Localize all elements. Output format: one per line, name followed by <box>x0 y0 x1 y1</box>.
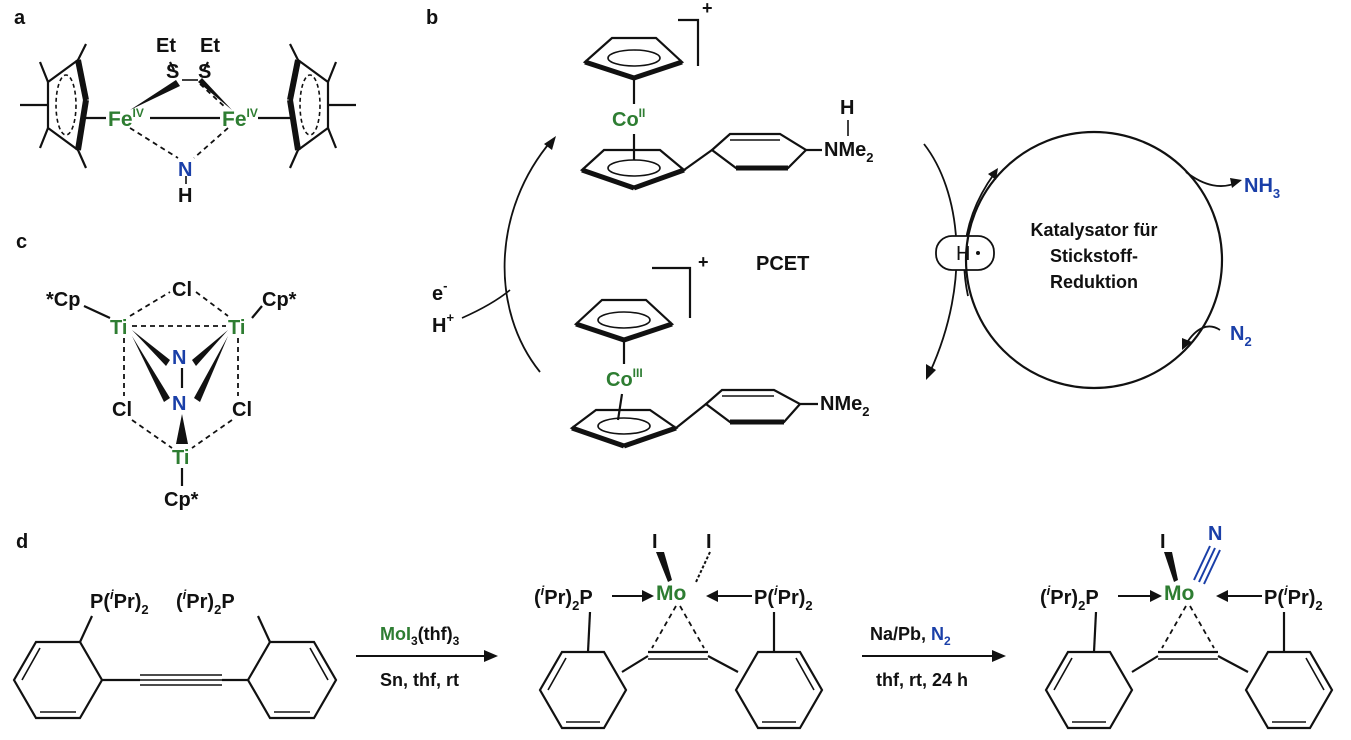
phosphine-right-1: P(iPr)2 <box>754 583 813 613</box>
panel-label-c: c <box>16 231 27 253</box>
charge-top: + <box>702 0 713 18</box>
cp-star-ring-left <box>20 43 89 169</box>
reagent-1-label: MoI3(thf)3 <box>380 624 460 648</box>
phosphine-left-1: (iPr)2P <box>534 583 593 613</box>
phosphine-right-label: (iPr)2P <box>176 587 235 617</box>
dinitrogen-label: N2 <box>1230 323 1252 349</box>
chloride-left: Cl <box>112 399 132 421</box>
iron-label-right: FeIV <box>222 106 258 131</box>
reaction-arrowhead-2 <box>992 650 1006 662</box>
nitrogen-lower: N <box>172 393 186 415</box>
ammonia-label: NH3 <box>1244 175 1280 201</box>
proton-label: H+ <box>432 310 454 337</box>
catalyst-text-line1: Katalysator für <box>1030 220 1157 240</box>
reagent-2-label: Na/Pb, N2 <box>870 624 951 648</box>
iodide-right-1: I <box>706 531 712 553</box>
reduction-arrow <box>503 139 553 373</box>
sulfur-label-2: S <box>198 61 211 83</box>
titanium-left: Ti <box>110 317 127 339</box>
electron-label: e- <box>432 278 447 305</box>
titanium-bottom: Ti <box>172 447 189 469</box>
panel-b-structure: + CoII H NMe2 + CoIII <box>432 0 1280 449</box>
molybdenum-2: Mo <box>1164 582 1194 605</box>
nme2-top: NMe2 <box>824 139 873 165</box>
n2-uptake-arrowhead <box>1182 338 1192 350</box>
panel-label-b: b <box>426 7 438 29</box>
chloride-right: Cl <box>232 399 252 421</box>
catalytic-cycle <box>964 130 1224 390</box>
cp-star-right: Cp* <box>262 289 297 311</box>
ligand-structure: P(iPr)2 (iPr)2P <box>12 587 338 720</box>
et-label-2: Et <box>200 35 220 57</box>
charge-bottom: + <box>698 252 709 272</box>
nitrogen-label: N <box>178 159 192 181</box>
mo-nitrido-complex: I N Mo (iPr)2P P(iPr)2 <box>1040 523 1334 730</box>
terminal-nitrogen: N <box>1208 523 1222 545</box>
hydrogen-on-amine: H <box>840 97 854 119</box>
iodide-left-1: I <box>652 531 658 553</box>
panel-d-structure: P(iPr)2 (iPr)2P MoI3(thf)3 Sn, thf, rt I… <box>12 523 1334 730</box>
chloride-top: Cl <box>172 279 192 301</box>
iron-label-left: FeIV <box>108 106 144 131</box>
cobaltocene-top: + CoII H NMe2 <box>579 0 873 191</box>
reaction-arrowhead-1 <box>484 650 498 662</box>
iodide-2: I <box>1160 531 1166 553</box>
cobalt-label-bottom: CoIII <box>606 366 643 391</box>
cobalt-label-top: CoII <box>612 106 645 131</box>
phosphine-left-2: (iPr)2P <box>1040 583 1099 613</box>
reagent-1-conditions: Sn, thf, rt <box>380 670 459 690</box>
nme2-bottom: NMe2 <box>820 393 869 419</box>
h-transfer-arrowhead-in <box>926 364 936 380</box>
titanium-right: Ti <box>228 317 245 339</box>
h-atom-box <box>935 235 995 271</box>
hydrogen-label: H <box>178 185 192 207</box>
panel-c-structure: *Cp Cp* Cl Ti Ti N N Cl Cl Ti Cp* <box>46 279 297 511</box>
sulfur-label-1: S <box>166 61 179 83</box>
h-transfer-arrow-out <box>963 173 995 297</box>
reduction-arrowhead <box>544 136 556 150</box>
h-radical-dot <box>976 251 980 255</box>
molybdenum-1: Mo <box>656 582 686 605</box>
phosphine-right-2: P(iPr)2 <box>1264 583 1323 613</box>
cobaltocene-bottom: + CoIII NMe2 <box>569 252 869 449</box>
h-atom-label: H <box>956 243 970 265</box>
n2-uptake-arrow <box>1185 325 1221 345</box>
pcet-label: PCET <box>756 253 809 275</box>
mo-diiodide-complex: I I Mo (iPr)2P P(iPr)2 <box>534 531 824 730</box>
et-label-1: Et <box>156 35 176 57</box>
electron-input-arrow <box>461 289 511 319</box>
reagent-2-conditions: thf, rt, 24 h <box>876 670 968 690</box>
catalyst-text-line3: Reduktion <box>1050 272 1138 292</box>
cp-star-bottom: Cp* <box>164 489 199 511</box>
panel-label-d: d <box>16 531 28 553</box>
catalyst-text-line2: Stickstoff- <box>1050 246 1138 266</box>
nh3-release-arrowhead <box>1230 178 1242 188</box>
nitrogen-upper: N <box>172 347 186 369</box>
phosphine-left-label: P(iPr)2 <box>90 587 149 617</box>
panel-a-structure: Et Et S S FeIV FeIV N H <box>20 35 356 207</box>
panel-label-a: a <box>14 7 26 29</box>
cp-star-left: *Cp <box>46 289 80 311</box>
cp-star-ring-right <box>287 43 356 169</box>
